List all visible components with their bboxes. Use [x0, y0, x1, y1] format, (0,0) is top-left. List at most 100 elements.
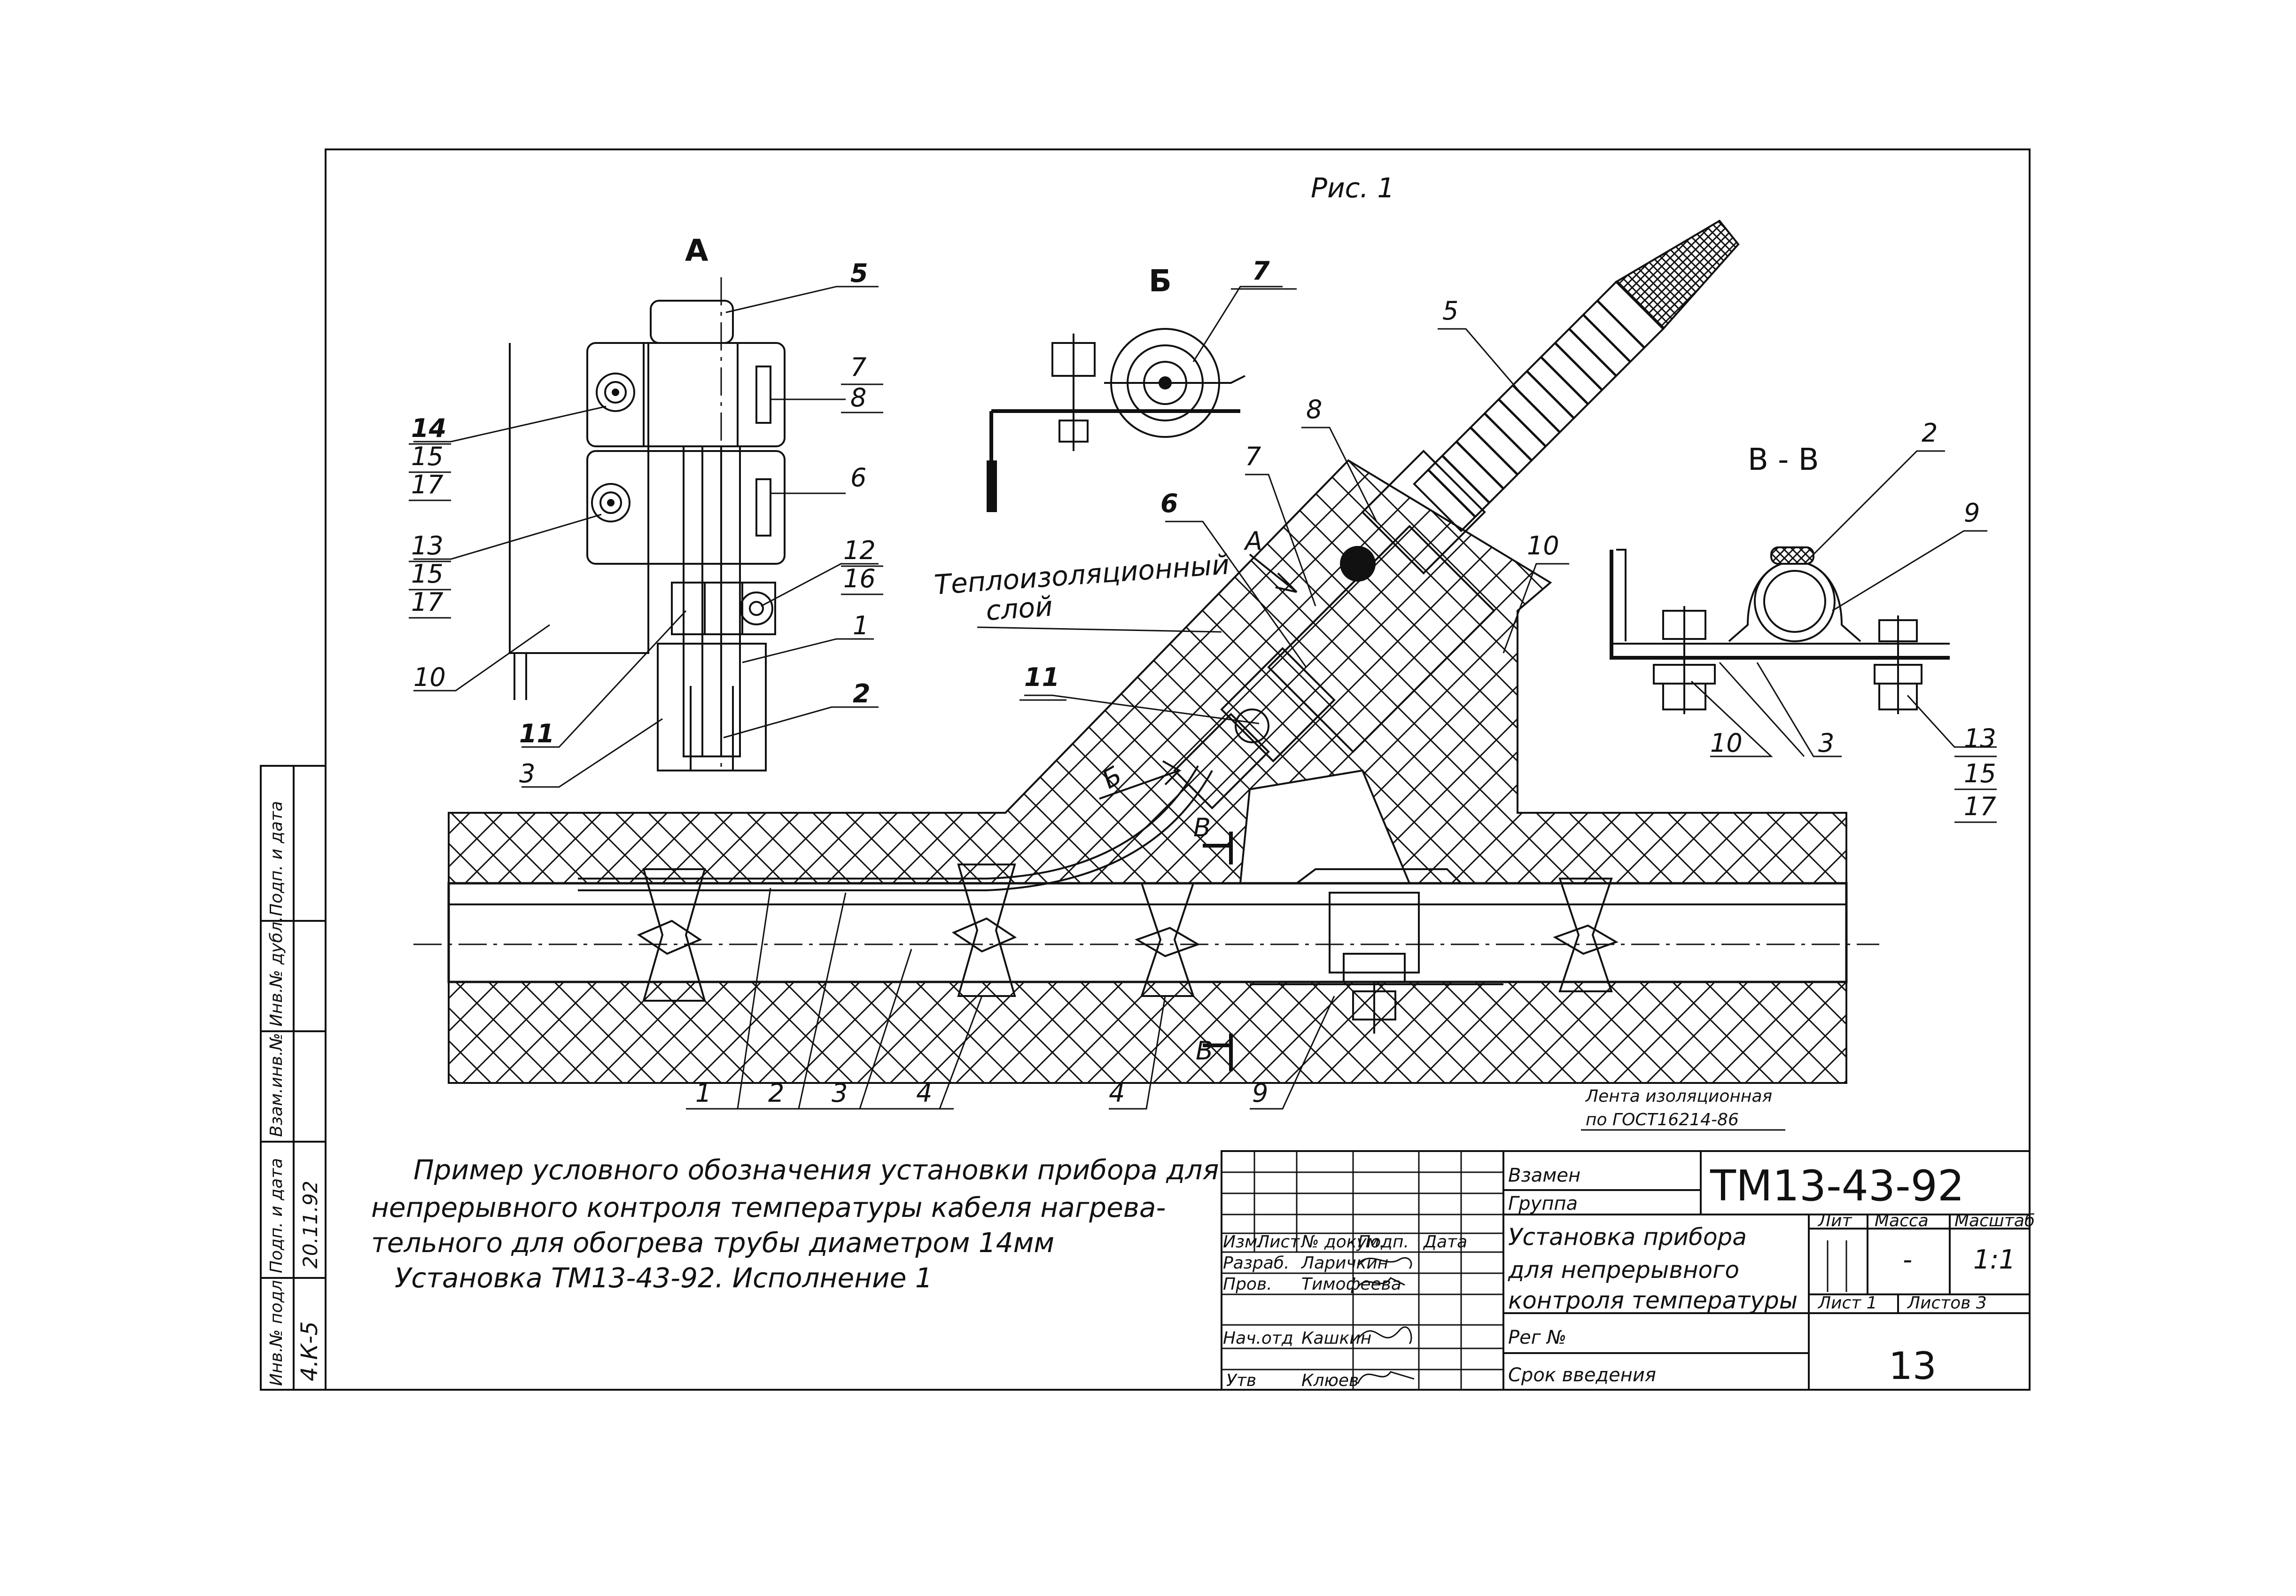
label-main-2: 2 — [768, 1078, 784, 1108]
label-a-1: 1 — [853, 611, 869, 640]
tb-hdr-ndok: № докум. — [1300, 1232, 1385, 1252]
designation-example: Пример условного обозначения установки п… — [371, 1154, 1219, 1294]
label-main-4b: 4 — [1109, 1078, 1125, 1108]
label-a-15b: 15 — [411, 559, 444, 589]
label-a-17a: 17 — [411, 470, 444, 499]
label-b-7: 7 — [1252, 256, 1270, 286]
arrow-a-label: А — [1244, 526, 1262, 556]
view-a-title: А — [685, 234, 708, 268]
stamp-v1: 4.К-5 — [296, 1321, 323, 1381]
tb-name-line3: контроля температуры — [1508, 1287, 1798, 1314]
caption-line1: Пример условного обозначения установки п… — [413, 1154, 1219, 1186]
figure-title: Рис. 1 — [1311, 172, 1394, 204]
stamp-f5: Подп. и дата — [267, 801, 286, 916]
heating-cable — [578, 770, 1213, 891]
label-a-6: 6 — [850, 463, 866, 492]
tb-utv: Утв — [1226, 1371, 1256, 1390]
label-vv-3: 3 — [1818, 728, 1834, 758]
tb-vzamen: Взамен — [1508, 1165, 1580, 1186]
tb-sheet-number: 13 — [1889, 1344, 1937, 1388]
tb-srok: Срок введения — [1508, 1364, 1656, 1386]
signatures — [1357, 1257, 1415, 1384]
label-a-16: 16 — [843, 564, 876, 593]
tb-nach-name: Кашкин — [1301, 1329, 1371, 1348]
label-main-10: 10 — [1527, 531, 1559, 561]
view-b: Б 7 — [987, 256, 1297, 512]
label-main-4a: 4 — [916, 1078, 932, 1108]
tb-hdr-izm: Изм. — [1223, 1232, 1263, 1252]
label-a-7: 7 — [850, 352, 866, 382]
label-main-1: 1 — [695, 1078, 711, 1108]
view-b-title: Б — [1149, 264, 1172, 299]
tape-straps — [637, 864, 1619, 1002]
section-vv: В - В 2 9 10 3 13 15 17 — [1610, 418, 1997, 823]
label-vv-13: 13 — [1964, 724, 1996, 753]
arrow-v-top-label: В — [1193, 813, 1211, 842]
label-vv-9: 9 — [1964, 498, 1980, 528]
label-main-11: 11 — [1024, 662, 1059, 692]
sensor-device — [1173, 219, 1740, 810]
main-assembly: Теплоизоляционный слой А Б В В 5 8 7 6 1… — [413, 219, 1879, 1131]
insulation-label-line1: Теплоизоляционный — [933, 548, 1230, 601]
label-main-9: 9 — [1252, 1078, 1268, 1108]
tb-name-line1: Установка прибора — [1508, 1223, 1747, 1251]
tb-listov: Листов 3 — [1907, 1293, 1987, 1313]
label-a-2: 2 — [853, 679, 871, 708]
label-main-8: 8 — [1306, 395, 1322, 424]
stamp-f2: Подп. и дата — [267, 1158, 286, 1273]
tb-razrab-name: Ларичкин — [1300, 1253, 1388, 1273]
label-a-10: 10 — [413, 662, 446, 692]
label-a-5: 5 — [850, 258, 868, 288]
label-vv-17: 17 — [1964, 792, 1996, 821]
stamp-f4: Инв.№ дубл. — [267, 916, 286, 1027]
tb-name-line2: для непрерывного — [1508, 1256, 1739, 1284]
label-vv-15: 15 — [1964, 759, 1996, 788]
caption-line2: непрерывного контроля температуры кабеля… — [371, 1191, 1166, 1223]
tb-hdr-list: Лист — [1256, 1232, 1300, 1252]
label-main-3: 3 — [832, 1078, 848, 1108]
caption-line3: тельного для обогрева трубы диаметром 14… — [371, 1227, 1054, 1259]
label-main-5: 5 — [1442, 296, 1458, 326]
tb-lit: Лит — [1817, 1211, 1852, 1230]
label-vv-2: 2 — [1922, 418, 1938, 448]
tb-reg: Рег № — [1508, 1327, 1566, 1348]
view-a: А — [409, 234, 883, 788]
tb-hdr-podp: Подп. — [1358, 1232, 1409, 1252]
tb-masshtab-value: 1:1 — [1973, 1245, 2016, 1275]
stamp-v2: 20.11.92 — [299, 1181, 322, 1269]
stamp-f3: Взам.инв.№ — [267, 1033, 286, 1137]
label-a-11: 11 — [519, 719, 554, 748]
label-main-6: 6 — [1160, 489, 1178, 518]
title-block: Взамен Группа ТМ13-43-92 Установка прибо… — [1221, 1150, 2035, 1391]
insulation-label-line2: слой — [985, 590, 1054, 627]
label-a-8: 8 — [850, 383, 866, 413]
label-a-3: 3 — [519, 759, 535, 788]
tape-label-line2: по ГОСТ16214-86 — [1586, 1110, 1739, 1129]
tb-hdr-data: Дата — [1423, 1232, 1467, 1252]
tb-utv-name: Клюев — [1301, 1371, 1359, 1390]
tb-prov: Пров. — [1223, 1275, 1272, 1294]
insulation-lower — [448, 981, 1847, 1084]
label-main-7: 7 — [1245, 442, 1261, 471]
tape-label-line1: Лента изоляционная — [1585, 1087, 1772, 1106]
tb-list: Лист 1 — [1817, 1293, 1877, 1313]
tb-razrab: Разраб. — [1223, 1253, 1289, 1273]
tb-prov-name: Тимофеева — [1301, 1275, 1401, 1294]
arrow-v-bottom-label: В — [1196, 1036, 1213, 1066]
caption-line4: Установка ТМ13-43-92. Исполнение 1 — [395, 1262, 933, 1294]
tb-gruppa: Группа — [1508, 1193, 1578, 1215]
label-a-14: 14 — [411, 413, 446, 443]
label-a-12: 12 — [843, 536, 876, 565]
tb-masshtab: Масштаб — [1954, 1211, 2035, 1230]
tb-code: ТМ13-43-92 — [1710, 1161, 1964, 1211]
label-vv-10: 10 — [1710, 728, 1743, 758]
stamp-f1: Инв.№ подл. — [267, 1275, 286, 1386]
label-a-13: 13 — [411, 531, 444, 561]
tb-massa: Масса — [1875, 1211, 1929, 1230]
tb-nach: Нач.отд — [1223, 1329, 1293, 1348]
label-a-15a: 15 — [411, 442, 444, 471]
label-a-17b: 17 — [411, 587, 444, 617]
side-stamp: Инв.№ подл. Подп. и дата Взам.инв.№ Инв.… — [260, 765, 327, 1391]
section-vv-title: В - В — [1748, 443, 1819, 477]
